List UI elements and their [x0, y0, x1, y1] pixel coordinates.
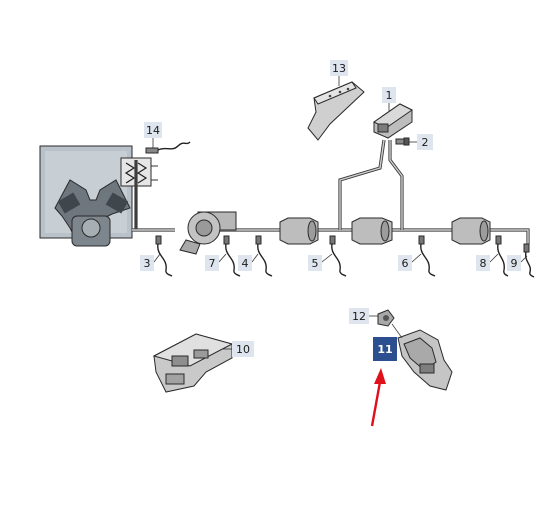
catalytic-converter-2 — [351, 217, 393, 245]
sensor-6 — [418, 235, 436, 277]
svg-text:10: 10 — [236, 343, 250, 356]
callout-2[interactable]: 2 — [417, 134, 433, 150]
callout-14[interactable]: 14 — [144, 122, 162, 138]
svg-text:12: 12 — [352, 310, 366, 323]
callout-6[interactable]: 6 — [398, 255, 412, 271]
engine-block — [39, 145, 133, 247]
nut-12 — [377, 309, 403, 339]
catalytic-converter-1 — [279, 217, 319, 245]
sensor-5 — [329, 235, 347, 277]
callout-3[interactable]: 3 — [140, 255, 154, 271]
sensor-9 — [523, 243, 535, 278]
highlight-arrow — [370, 368, 386, 427]
callout-7[interactable]: 7 — [205, 255, 219, 271]
callout-13[interactable]: 13 — [330, 60, 348, 76]
svg-text:2: 2 — [422, 136, 429, 149]
exhaust-pipe — [132, 139, 530, 244]
svg-text:5: 5 — [312, 257, 319, 270]
callout-8[interactable]: 8 — [476, 255, 490, 271]
sensor-7 — [223, 235, 241, 277]
svg-text:4: 4 — [242, 257, 249, 270]
svg-text:11: 11 — [377, 343, 392, 356]
heat-shield-13 — [307, 81, 365, 141]
turbocharger — [179, 211, 237, 255]
catalytic-converter-3 — [451, 217, 491, 245]
leader-lines — [152, 76, 528, 350]
callout-1[interactable]: 1 — [382, 87, 396, 103]
callout-12[interactable]: 12 — [349, 308, 369, 324]
svg-text:1: 1 — [386, 89, 393, 102]
sensor-4 — [255, 235, 273, 277]
svg-text:9: 9 — [511, 257, 518, 270]
sensor-14 — [145, 141, 191, 154]
callout-10[interactable]: 10 — [232, 341, 254, 357]
sensor-3 — [155, 235, 173, 277]
bracket-11 — [397, 329, 453, 391]
callout-11-highlighted[interactable]: 11 — [373, 337, 397, 361]
svg-text:7: 7 — [209, 257, 216, 270]
exhaust-cooler — [120, 157, 158, 187]
svg-text:8: 8 — [480, 257, 487, 270]
callout-9[interactable]: 9 — [507, 255, 521, 271]
svg-text:14: 14 — [146, 124, 160, 137]
svg-text:6: 6 — [402, 257, 409, 270]
callout-4[interactable]: 4 — [238, 255, 252, 271]
pressure-sensor-1 — [373, 103, 413, 139]
sensor-8 — [495, 235, 509, 277]
svg-text:13: 13 — [332, 62, 346, 75]
bracket-10 — [152, 333, 234, 393]
callout-5[interactable]: 5 — [308, 255, 322, 271]
svg-text:3: 3 — [144, 257, 151, 270]
screw-2 — [395, 137, 410, 146]
